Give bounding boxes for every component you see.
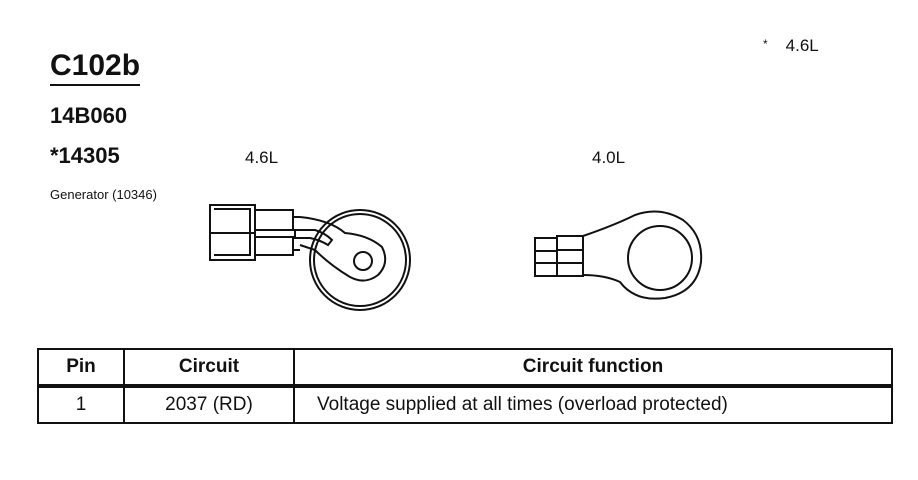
view-label-4.6l: 4.6L bbox=[245, 148, 279, 167]
pin-table: Pin Circuit Circuit function 1 2037 (RD)… bbox=[37, 348, 893, 424]
table-header-row: Pin Circuit Circuit function bbox=[37, 348, 893, 387]
table-row: 1 2037 (RD) Voltage supplied at all time… bbox=[37, 385, 893, 424]
connector-id: C102b bbox=[50, 50, 141, 86]
part-number: 14B060 bbox=[50, 103, 128, 128]
engine-footnote: * 4.6L bbox=[763, 36, 819, 56]
pin-cell: 1 bbox=[37, 385, 125, 424]
ring-terminal-connector-4.6l-icon bbox=[209, 204, 411, 311]
circuit-header: Circuit bbox=[123, 348, 295, 387]
footnote-marker: * bbox=[763, 37, 768, 51]
pin-header: Pin bbox=[37, 348, 125, 387]
footnote-text: 4.6L bbox=[785, 36, 819, 55]
view-label-4.0l: 4.0L bbox=[592, 148, 626, 167]
circuit-function-cell: Voltage supplied at all times (overload … bbox=[293, 385, 893, 424]
circuit-function-header: Circuit function bbox=[293, 348, 893, 387]
ring-terminal-connector-4.0l-icon bbox=[534, 210, 703, 300]
part-number-alt: *14305 bbox=[50, 143, 120, 168]
component-name: Generator (10346) bbox=[50, 187, 157, 202]
circuit-cell: 2037 (RD) bbox=[123, 385, 295, 424]
